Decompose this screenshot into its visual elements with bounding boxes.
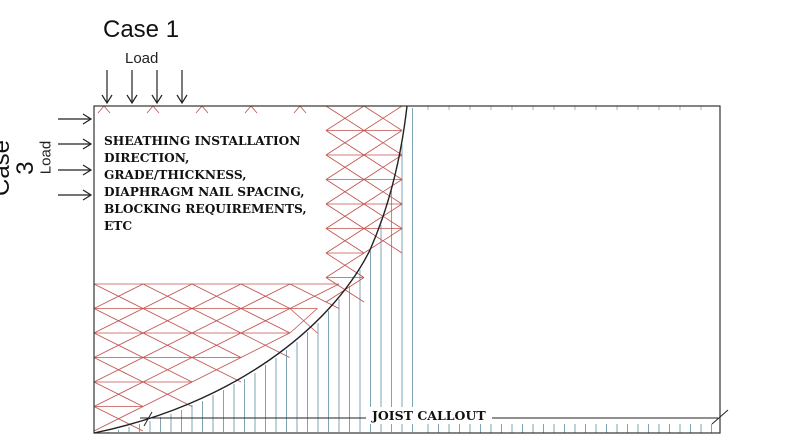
blocking-brace xyxy=(363,105,403,131)
blocking-brace xyxy=(325,179,365,205)
note-line: DIAPHRAGM NAIL SPACING, xyxy=(104,185,305,199)
case3-load-arrows xyxy=(58,113,93,201)
note-line: SHEATHING INSTALLATION xyxy=(104,134,301,148)
blocking-brace xyxy=(93,406,144,432)
blocking-brace xyxy=(191,308,242,334)
load-arrowhead xyxy=(82,113,93,125)
blocking-marker xyxy=(293,105,307,114)
blocking-marker xyxy=(97,105,111,114)
blocking-brace xyxy=(142,357,193,383)
blocking-brace xyxy=(93,357,144,383)
blocking-brace xyxy=(240,308,291,334)
blocking-brace xyxy=(325,130,365,156)
blocking-brace xyxy=(191,332,242,358)
blocking-marker xyxy=(244,105,258,114)
blocking-brace xyxy=(142,308,193,334)
blocking-marker xyxy=(146,105,160,114)
case1-load-label: Load xyxy=(125,50,159,67)
load-arrowhead xyxy=(82,138,93,150)
note-line: GRADE/THICKNESS, xyxy=(104,168,247,182)
blocking-brace xyxy=(191,283,242,309)
case3-title: Case 3 xyxy=(0,139,39,197)
blocking-brace xyxy=(325,228,365,254)
blocking-brace xyxy=(325,105,365,131)
note-line: ETC xyxy=(104,219,133,233)
blocking-brace xyxy=(363,130,403,156)
blocking-brace xyxy=(142,332,193,358)
blocking-brace xyxy=(93,332,144,358)
sheathing-note: SHEATHING INSTALLATION DIRECTION, GRADE/… xyxy=(104,133,307,235)
leader-tick-right xyxy=(711,409,729,425)
load-arrowhead xyxy=(82,164,93,176)
load-arrowhead xyxy=(126,94,138,105)
load-arrowhead xyxy=(176,94,188,105)
blocking-brace xyxy=(93,308,144,334)
note-line: DIRECTION, xyxy=(104,151,190,165)
blocking-brace xyxy=(289,308,318,334)
blocking-brace xyxy=(240,283,291,309)
blocking-brace xyxy=(142,283,193,309)
blocking-brace xyxy=(325,203,365,229)
load-arrowhead xyxy=(151,94,163,105)
case1-load-arrows xyxy=(101,70,188,105)
sheathing-boundary-curve xyxy=(93,105,408,434)
blocking-brace xyxy=(191,357,242,383)
leader-tick-left xyxy=(143,411,153,427)
blocking-brace xyxy=(240,332,290,358)
blocking-brace xyxy=(93,283,144,309)
blocking-brace xyxy=(142,381,193,407)
blocking-brace xyxy=(325,154,365,180)
case3-load-label: Load xyxy=(37,140,55,175)
blocking-brace xyxy=(289,283,340,309)
case1-title: Case 1 xyxy=(103,16,180,43)
load-arrowhead xyxy=(101,94,113,105)
blocking-brace xyxy=(363,179,403,205)
joist-lines xyxy=(107,106,712,433)
blocking-brace xyxy=(93,381,144,407)
note-line: BLOCKING REQUIREMENTS, xyxy=(104,202,307,216)
load-arrowhead xyxy=(82,189,93,201)
joist-callout-label: JOIST CALLOUT xyxy=(366,407,492,424)
blocking-brace xyxy=(325,252,365,278)
blocking-brace xyxy=(363,154,403,180)
blocking-marker xyxy=(195,105,209,114)
